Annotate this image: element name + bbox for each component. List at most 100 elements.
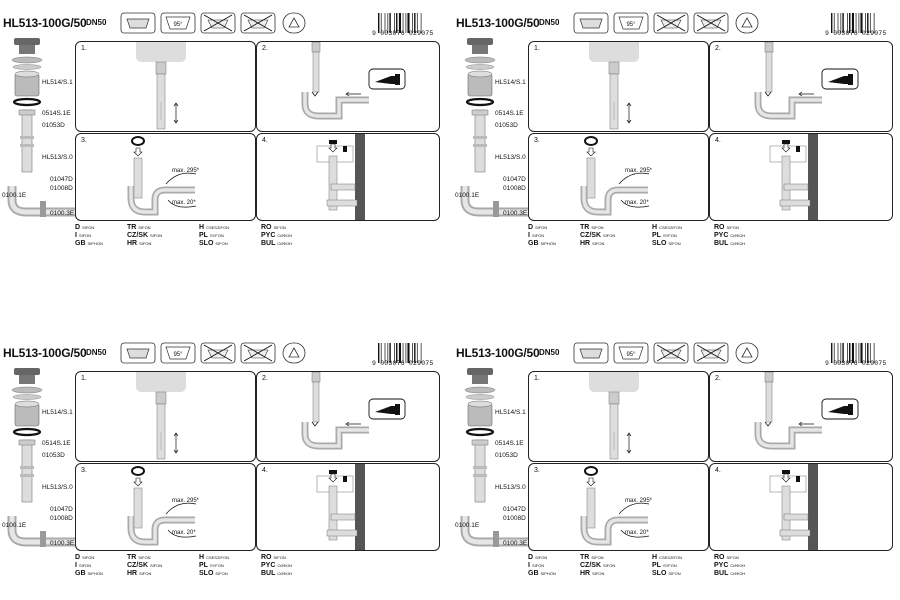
step-2-panel: 2.	[256, 41, 440, 132]
barcode-bar	[869, 343, 871, 363]
barcode-bar	[860, 343, 863, 363]
part-label: 01053D	[42, 122, 65, 129]
step-4-drawing	[316, 134, 365, 220]
barcode-bar	[847, 343, 848, 363]
barcode-number: 9 003076 029075	[372, 30, 434, 37]
no-tools-icon	[653, 342, 689, 364]
care-icons-strip: 95°	[573, 12, 759, 34]
step-number: 2.	[715, 375, 721, 382]
barcode-bar	[851, 343, 854, 363]
max-length-note: max. 295*	[625, 168, 653, 174]
no-solvent-icon	[693, 12, 729, 34]
barcode-bar	[378, 343, 380, 363]
barcode-bar	[398, 343, 401, 363]
step-number: 2.	[262, 45, 268, 52]
dn-size-label: DN50	[539, 18, 560, 27]
product-title: HL513-100G/50	[3, 16, 87, 30]
barcode-bar	[396, 343, 398, 363]
product-title: HL513-100G/50	[456, 16, 540, 30]
part-label: 01047D	[503, 506, 526, 513]
part-label: 0100.3E	[503, 540, 528, 547]
part-label: 0100.1E	[2, 192, 27, 199]
barcode-bar	[416, 13, 418, 33]
step-2-drawing	[754, 42, 859, 120]
part-label: HL513/S.0	[495, 484, 526, 491]
barcode-bar	[833, 13, 835, 33]
recycling-icon	[735, 342, 759, 364]
temperature-icon: 95°	[613, 12, 649, 34]
part-label: 01053D	[495, 122, 518, 129]
barcode-bar	[380, 13, 382, 33]
part-label: 0514S.1E	[495, 440, 524, 447]
barcode-bar	[858, 343, 860, 363]
temperature-icon: 95°	[160, 12, 196, 34]
part-label: 01008D	[503, 515, 526, 522]
barcode-bar	[405, 343, 407, 363]
barcode-bar	[867, 343, 869, 363]
barcode-bar	[396, 13, 398, 33]
parts-exploded-drawing	[7, 368, 76, 547]
barcode-bar	[831, 13, 833, 33]
barcode-number: 9 003076 029075	[372, 360, 434, 367]
barcode-bar	[398, 13, 401, 33]
step-3-drawing	[127, 136, 197, 216]
barcode-graphic	[378, 13, 422, 33]
step-1-panel: 1.	[528, 371, 709, 462]
dn-size-label: DN50	[539, 348, 560, 357]
temperature-icon: 95°	[160, 342, 196, 364]
step-2-panel: 2.	[709, 41, 893, 132]
step-1-drawing	[136, 372, 186, 460]
part-label: 0100.1E	[2, 522, 27, 529]
parts-column: HL514/S.1 0514S.1E 01053D HL513/S.0 0104…	[453, 366, 533, 556]
max-angle-note: max. 20*	[625, 200, 649, 206]
part-label: HL514/S.1	[495, 409, 526, 416]
step-1-drawing	[136, 42, 186, 130]
barcode-bar	[858, 13, 860, 33]
step-2-drawing	[301, 42, 406, 120]
step-number: 2.	[715, 45, 721, 52]
barcode-graphic	[831, 343, 875, 363]
step-1-panel: 1.	[75, 41, 256, 132]
barcode-bar	[414, 13, 416, 33]
part-label: 01047D	[503, 176, 526, 183]
no-solvent-icon	[240, 12, 276, 34]
barcode-bar	[865, 13, 866, 33]
step-3-drawing	[127, 466, 197, 546]
no-solvent-icon	[693, 342, 729, 364]
step-4-panel: 4.	[256, 133, 440, 221]
barcode-bar	[380, 343, 382, 363]
part-label: HL513/S.0	[495, 154, 526, 161]
barcode-bar	[384, 13, 386, 33]
step-number: 3.	[534, 137, 540, 144]
instruction-sheet-3: HL513-100G/50 DN50 95°	[0, 330, 445, 600]
sink-basin-icon	[120, 12, 156, 34]
dn-size-label: DN50	[86, 18, 107, 27]
part-label: 01053D	[495, 452, 518, 459]
barcode-bar	[414, 343, 416, 363]
no-tools-icon	[653, 12, 689, 34]
barcode-bar	[389, 343, 391, 363]
barcode-bar	[867, 13, 869, 33]
sink-basin-icon	[120, 342, 156, 364]
